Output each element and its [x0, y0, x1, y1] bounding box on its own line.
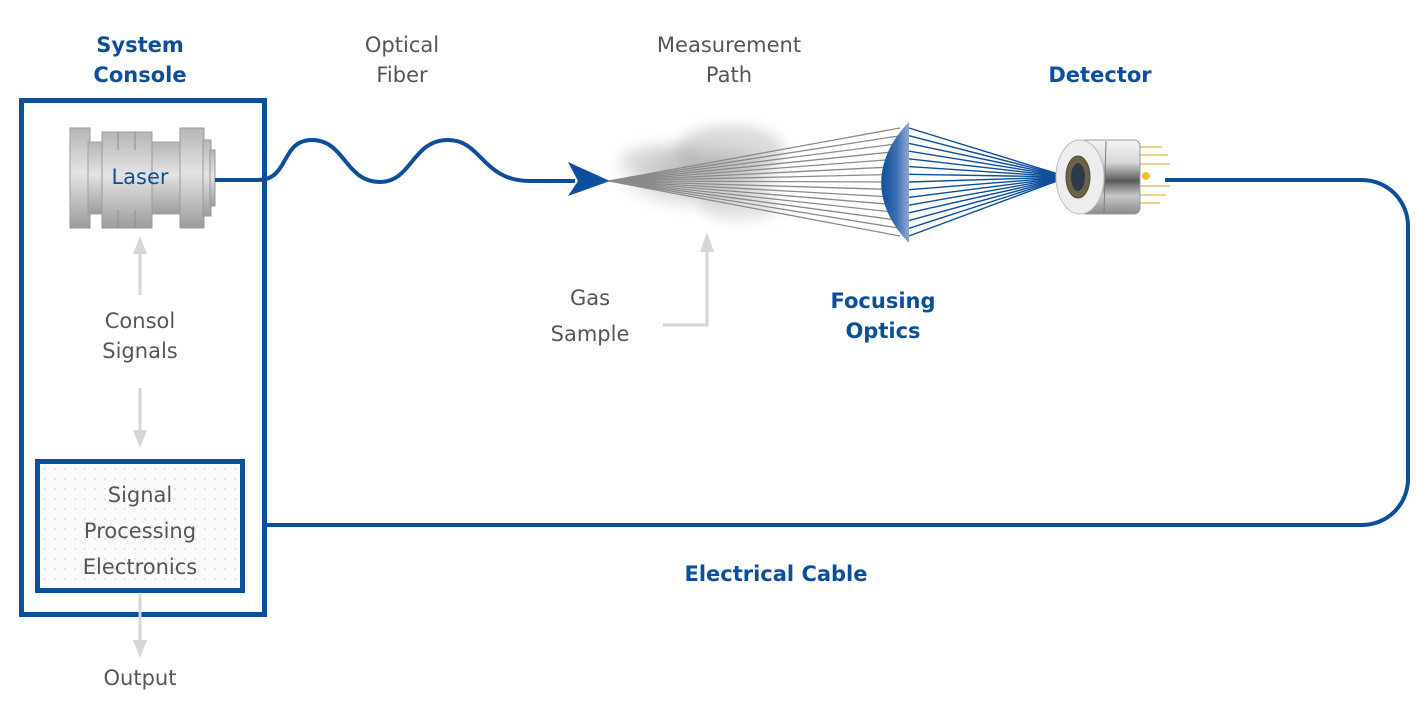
gas-sample-arrow: [663, 232, 714, 327]
gas-sample-label: Gas Sample: [530, 280, 650, 352]
console-signals-label-line2: Signals: [102, 339, 178, 363]
detector-label: Detector: [1048, 63, 1152, 87]
measurement-path-label-line2: Path: [705, 63, 753, 87]
focused-beam-line: [908, 150, 1069, 178]
focused-beam-line: [908, 135, 1069, 178]
beam-line: [608, 127, 901, 182]
focusing-optics-label: Focusing Optics: [813, 286, 953, 346]
arrow-up-icon: [700, 232, 714, 252]
optical-fiber-line: [215, 137, 575, 185]
beam-line: [608, 158, 901, 182]
measurement-path-label: Measurement Path: [639, 30, 819, 90]
beam-line: [608, 180, 901, 183]
beam-line: [608, 150, 901, 182]
beam-line: [608, 173, 901, 182]
signal-processing-label-line2: Processing: [83, 519, 197, 543]
system-console-box: [19, 98, 267, 617]
beam-line: [608, 180, 901, 191]
measurement-path-label-line1: Measurement: [656, 33, 802, 57]
beam-line: [608, 180, 901, 214]
optical-fiber-label-line2: Fiber: [376, 63, 428, 87]
electrical-cable-line: [262, 178, 1410, 527]
system-console-label-line2: Console: [93, 63, 187, 87]
gas-sample-label-line1: Gas: [569, 286, 611, 310]
beam-line: [608, 142, 901, 182]
focused-beam-line: [908, 176, 1069, 199]
fiber-arrowhead-icon: [568, 162, 610, 196]
arrow-down-icon: [133, 640, 147, 658]
laser-module-icon: [69, 127, 216, 229]
focused-beam-line: [908, 176, 1069, 191]
console-signals-arrows: [133, 236, 147, 448]
focused-beam-line: [908, 127, 1069, 178]
gas-sample-label-line2: Sample: [550, 322, 630, 346]
optical-fiber-label-line1: Optical: [364, 33, 440, 57]
focusing-optics-label-line2: Optics: [845, 319, 921, 343]
beam-line: [608, 180, 901, 237]
focused-beams: [908, 127, 1069, 237]
beam-line: [608, 180, 901, 229]
beam-line: [608, 135, 901, 182]
beam-line: [608, 165, 901, 182]
system-console-label-line1: System: [96, 33, 184, 57]
focused-beam-line: [908, 176, 1069, 229]
focusing-optics-label-line1: Focusing: [830, 289, 936, 313]
focused-beam-line: [908, 176, 1069, 222]
signal-processing-box: [35, 459, 245, 593]
photodetector-icon: [1055, 139, 1170, 215]
electrical-cable-label: Electrical Cable: [684, 562, 868, 586]
signal-processing-label-line1: Signal: [107, 483, 173, 507]
optical-fiber-label: Optical Fiber: [342, 30, 462, 90]
beam-line: [608, 180, 901, 222]
system-console-label: System Console: [78, 30, 202, 90]
signal-processing-label: Signal Processing Electronics: [60, 477, 220, 585]
focused-beam-line: [908, 176, 1069, 214]
output-arrow: [133, 594, 147, 658]
arrow-down-icon: [133, 430, 147, 448]
focused-beam-line: [908, 176, 1069, 183]
focused-beam-line: [908, 165, 1069, 178]
arrow-up-icon: [133, 236, 147, 254]
convex-lens-icon: [881, 122, 909, 243]
focused-beam-line: [908, 176, 1069, 237]
laser-label: Laser: [111, 165, 169, 189]
signal-processing-label-line3: Electronics: [82, 555, 198, 579]
focused-beam-line: [908, 176, 1069, 206]
focused-beam-line: [908, 158, 1069, 178]
focused-beam-line: [908, 173, 1069, 178]
focused-beam-line: [908, 142, 1069, 178]
beam-line: [608, 180, 901, 206]
console-signals-label: Consol Signals: [80, 306, 200, 366]
beam-line: [608, 180, 901, 199]
output-label: Output: [103, 666, 177, 690]
measurement-beams: [608, 127, 901, 237]
console-signals-label-line1: Consol: [104, 309, 176, 333]
